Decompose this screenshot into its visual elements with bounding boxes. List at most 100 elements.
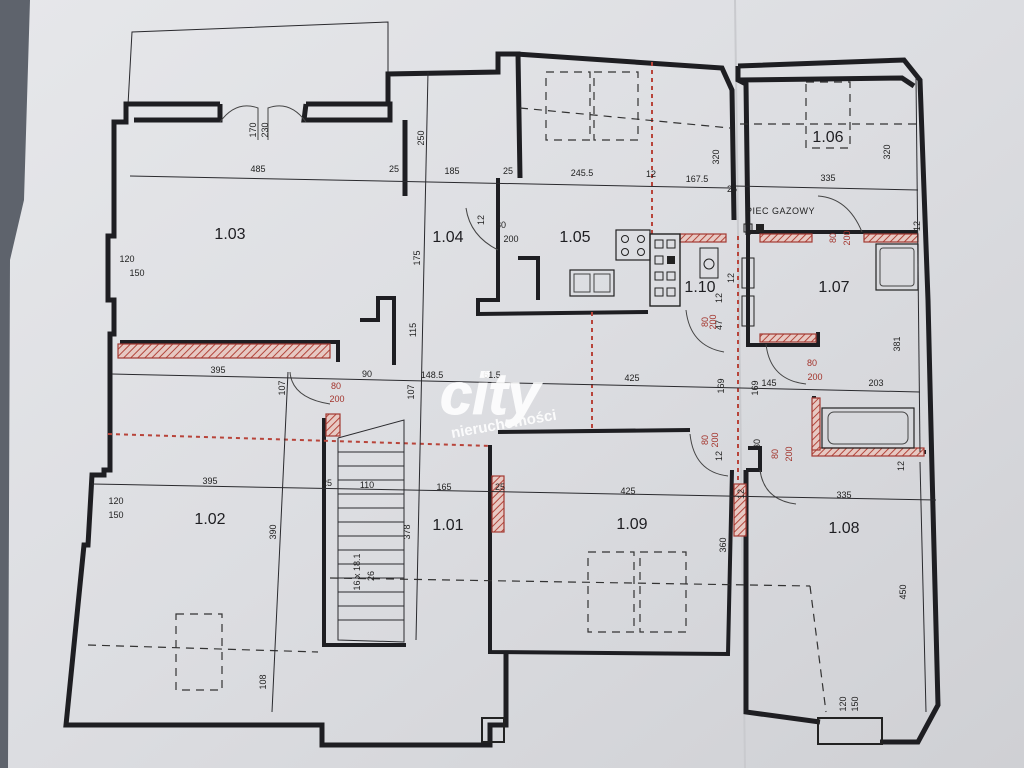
room-label: 1.05 xyxy=(559,229,590,246)
svg-text:390: 390 xyxy=(268,524,278,539)
toilet xyxy=(699,247,719,279)
new-wall-hatched xyxy=(325,413,341,437)
inner-wall xyxy=(120,340,340,362)
room-label: 1.04 xyxy=(432,229,463,246)
svg-text:115: 115 xyxy=(408,323,418,337)
svg-text:110: 110 xyxy=(360,480,374,490)
svg-text:25: 25 xyxy=(727,184,737,194)
staircase xyxy=(337,419,405,643)
svg-text:61.5: 61.5 xyxy=(483,370,501,380)
wall-segment xyxy=(737,75,916,89)
room-label: 1.06 xyxy=(812,129,843,146)
svg-text:90: 90 xyxy=(362,369,372,379)
room-label: 1.01 xyxy=(432,517,463,534)
svg-text:120: 120 xyxy=(838,696,848,711)
svg-text:395: 395 xyxy=(202,476,217,486)
svg-text:200: 200 xyxy=(842,230,852,245)
svg-text:150: 150 xyxy=(850,696,860,711)
dimension-labels: 485 25 185 25 245.5 12 167.5 25 335 120 … xyxy=(108,164,883,520)
svg-text:120: 120 xyxy=(108,496,123,506)
svg-text:80: 80 xyxy=(770,449,780,459)
inner-wall xyxy=(488,445,734,657)
svg-text:150: 150 xyxy=(129,268,144,278)
gas-heater-icon xyxy=(743,223,764,233)
svg-text:30: 30 xyxy=(752,439,762,449)
svg-text:175: 175 xyxy=(412,250,422,265)
chimney-box xyxy=(481,717,505,743)
svg-text:335: 335 xyxy=(820,173,835,183)
new-wall-hatched xyxy=(863,233,919,243)
svg-text:320: 320 xyxy=(882,144,892,159)
svg-text:245.5: 245.5 xyxy=(571,168,594,178)
svg-text:165: 165 xyxy=(436,482,451,492)
svg-text:150: 150 xyxy=(108,510,123,520)
room-label: 1.07 xyxy=(818,279,849,296)
outer-wall-north xyxy=(515,51,737,221)
svg-text:12: 12 xyxy=(714,293,724,303)
wall-segment xyxy=(743,470,821,725)
svg-text:169: 169 xyxy=(750,380,760,395)
inner-wall xyxy=(746,446,762,472)
svg-text:12: 12 xyxy=(714,451,724,461)
svg-text:320: 320 xyxy=(711,149,721,164)
new-wall-hatched xyxy=(759,233,813,243)
svg-text:185: 185 xyxy=(444,166,459,176)
door-swings xyxy=(219,105,863,505)
svg-text:200: 200 xyxy=(710,432,720,447)
svg-text:25: 25 xyxy=(322,478,332,488)
gas-heater-label: PIEC GAZOWY xyxy=(746,206,815,216)
paper-sheet xyxy=(8,0,1024,768)
svg-text:16 x 18.1: 16 x 18.1 xyxy=(352,553,362,590)
terrace-outline xyxy=(127,21,389,106)
svg-text:170: 170 xyxy=(248,122,258,137)
svg-text:26: 26 xyxy=(366,571,376,581)
svg-text:80: 80 xyxy=(700,435,710,445)
wall-segment xyxy=(134,104,223,123)
svg-text:25: 25 xyxy=(503,166,513,176)
svg-text:12: 12 xyxy=(476,215,486,225)
outer-wall-east xyxy=(737,57,941,745)
room-label: 1.10 xyxy=(684,279,715,296)
svg-text:25: 25 xyxy=(495,482,505,492)
svg-text:200: 200 xyxy=(784,446,794,461)
wall-segment xyxy=(385,51,523,179)
svg-text:107: 107 xyxy=(406,384,416,399)
kitchen-sink xyxy=(569,269,615,297)
svg-text:378: 378 xyxy=(402,524,412,539)
inner-wall xyxy=(360,296,396,365)
svg-text:450: 450 xyxy=(898,584,908,599)
ventilation-chimney xyxy=(649,233,681,307)
room-label: 1.08 xyxy=(828,520,859,537)
svg-text:25: 25 xyxy=(389,164,399,174)
new-wall-hatched xyxy=(491,475,505,533)
svg-text:12: 12 xyxy=(726,273,736,283)
skylights xyxy=(87,71,916,713)
new-wall-hatched xyxy=(117,343,331,359)
svg-text:485: 485 xyxy=(250,164,265,174)
svg-text:12: 12 xyxy=(896,461,906,471)
new-wall-hatched xyxy=(811,447,925,457)
shower-units xyxy=(741,257,755,327)
room-label: 1.02 xyxy=(194,511,225,528)
svg-text:200: 200 xyxy=(329,394,344,404)
inner-wall xyxy=(518,256,540,300)
kitchen-counter-wall xyxy=(476,178,649,317)
outer-wall-west xyxy=(63,101,509,748)
svg-text:145: 145 xyxy=(761,378,776,388)
svg-text:335: 335 xyxy=(836,490,851,500)
new-wall-hatched xyxy=(679,233,727,243)
svg-text:200: 200 xyxy=(807,372,822,382)
vertical-dimension-labels: 250 170 230 320 320 175 115 12 107 107 1… xyxy=(248,122,922,711)
svg-text:360: 360 xyxy=(718,537,728,552)
svg-text:120: 120 xyxy=(119,254,134,264)
new-wall-hatched xyxy=(811,397,821,451)
svg-text:200: 200 xyxy=(708,314,718,329)
svg-text:107: 107 xyxy=(277,380,287,395)
svg-text:12: 12 xyxy=(736,489,746,499)
svg-text:167.5: 167.5 xyxy=(686,174,709,184)
svg-text:108: 108 xyxy=(258,674,268,689)
bathtub xyxy=(821,407,915,449)
svg-text:47: 47 xyxy=(714,320,724,330)
